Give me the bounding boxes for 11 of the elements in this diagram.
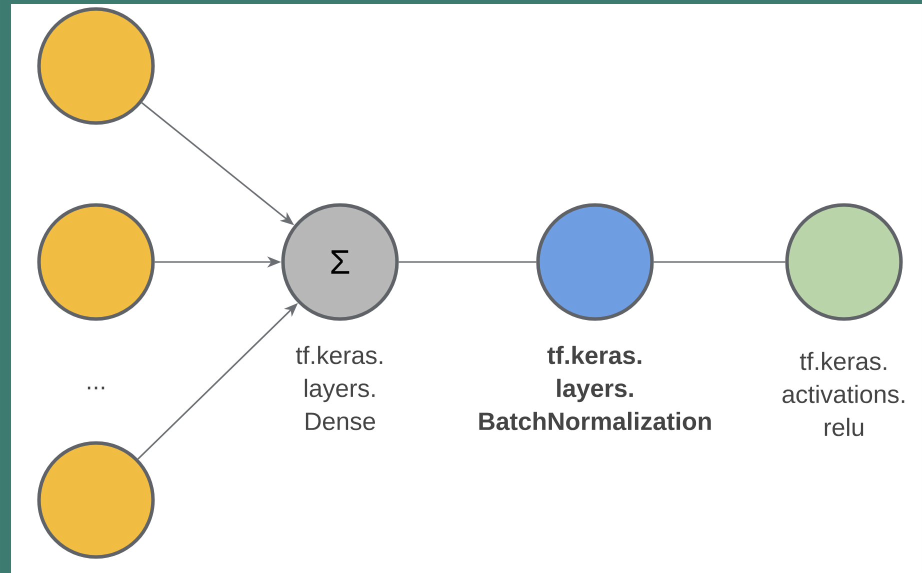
neuron-circle — [37, 7, 155, 125]
caption-text: tf.keras. activations. relu — [782, 352, 904, 436]
connector-line — [398, 261, 536, 263]
connector-line — [654, 261, 786, 263]
neuron-circle — [37, 441, 155, 559]
caption-text: tf.keras. layers. BatchNormalization — [479, 346, 711, 430]
neuron-circle — [37, 203, 155, 321]
ellipsis-text: ... — [88, 386, 104, 390]
caption-text: tf.keras. layers. Dense — [296, 346, 382, 430]
neuron-circle — [536, 203, 654, 321]
neuron-circle — [785, 203, 903, 321]
